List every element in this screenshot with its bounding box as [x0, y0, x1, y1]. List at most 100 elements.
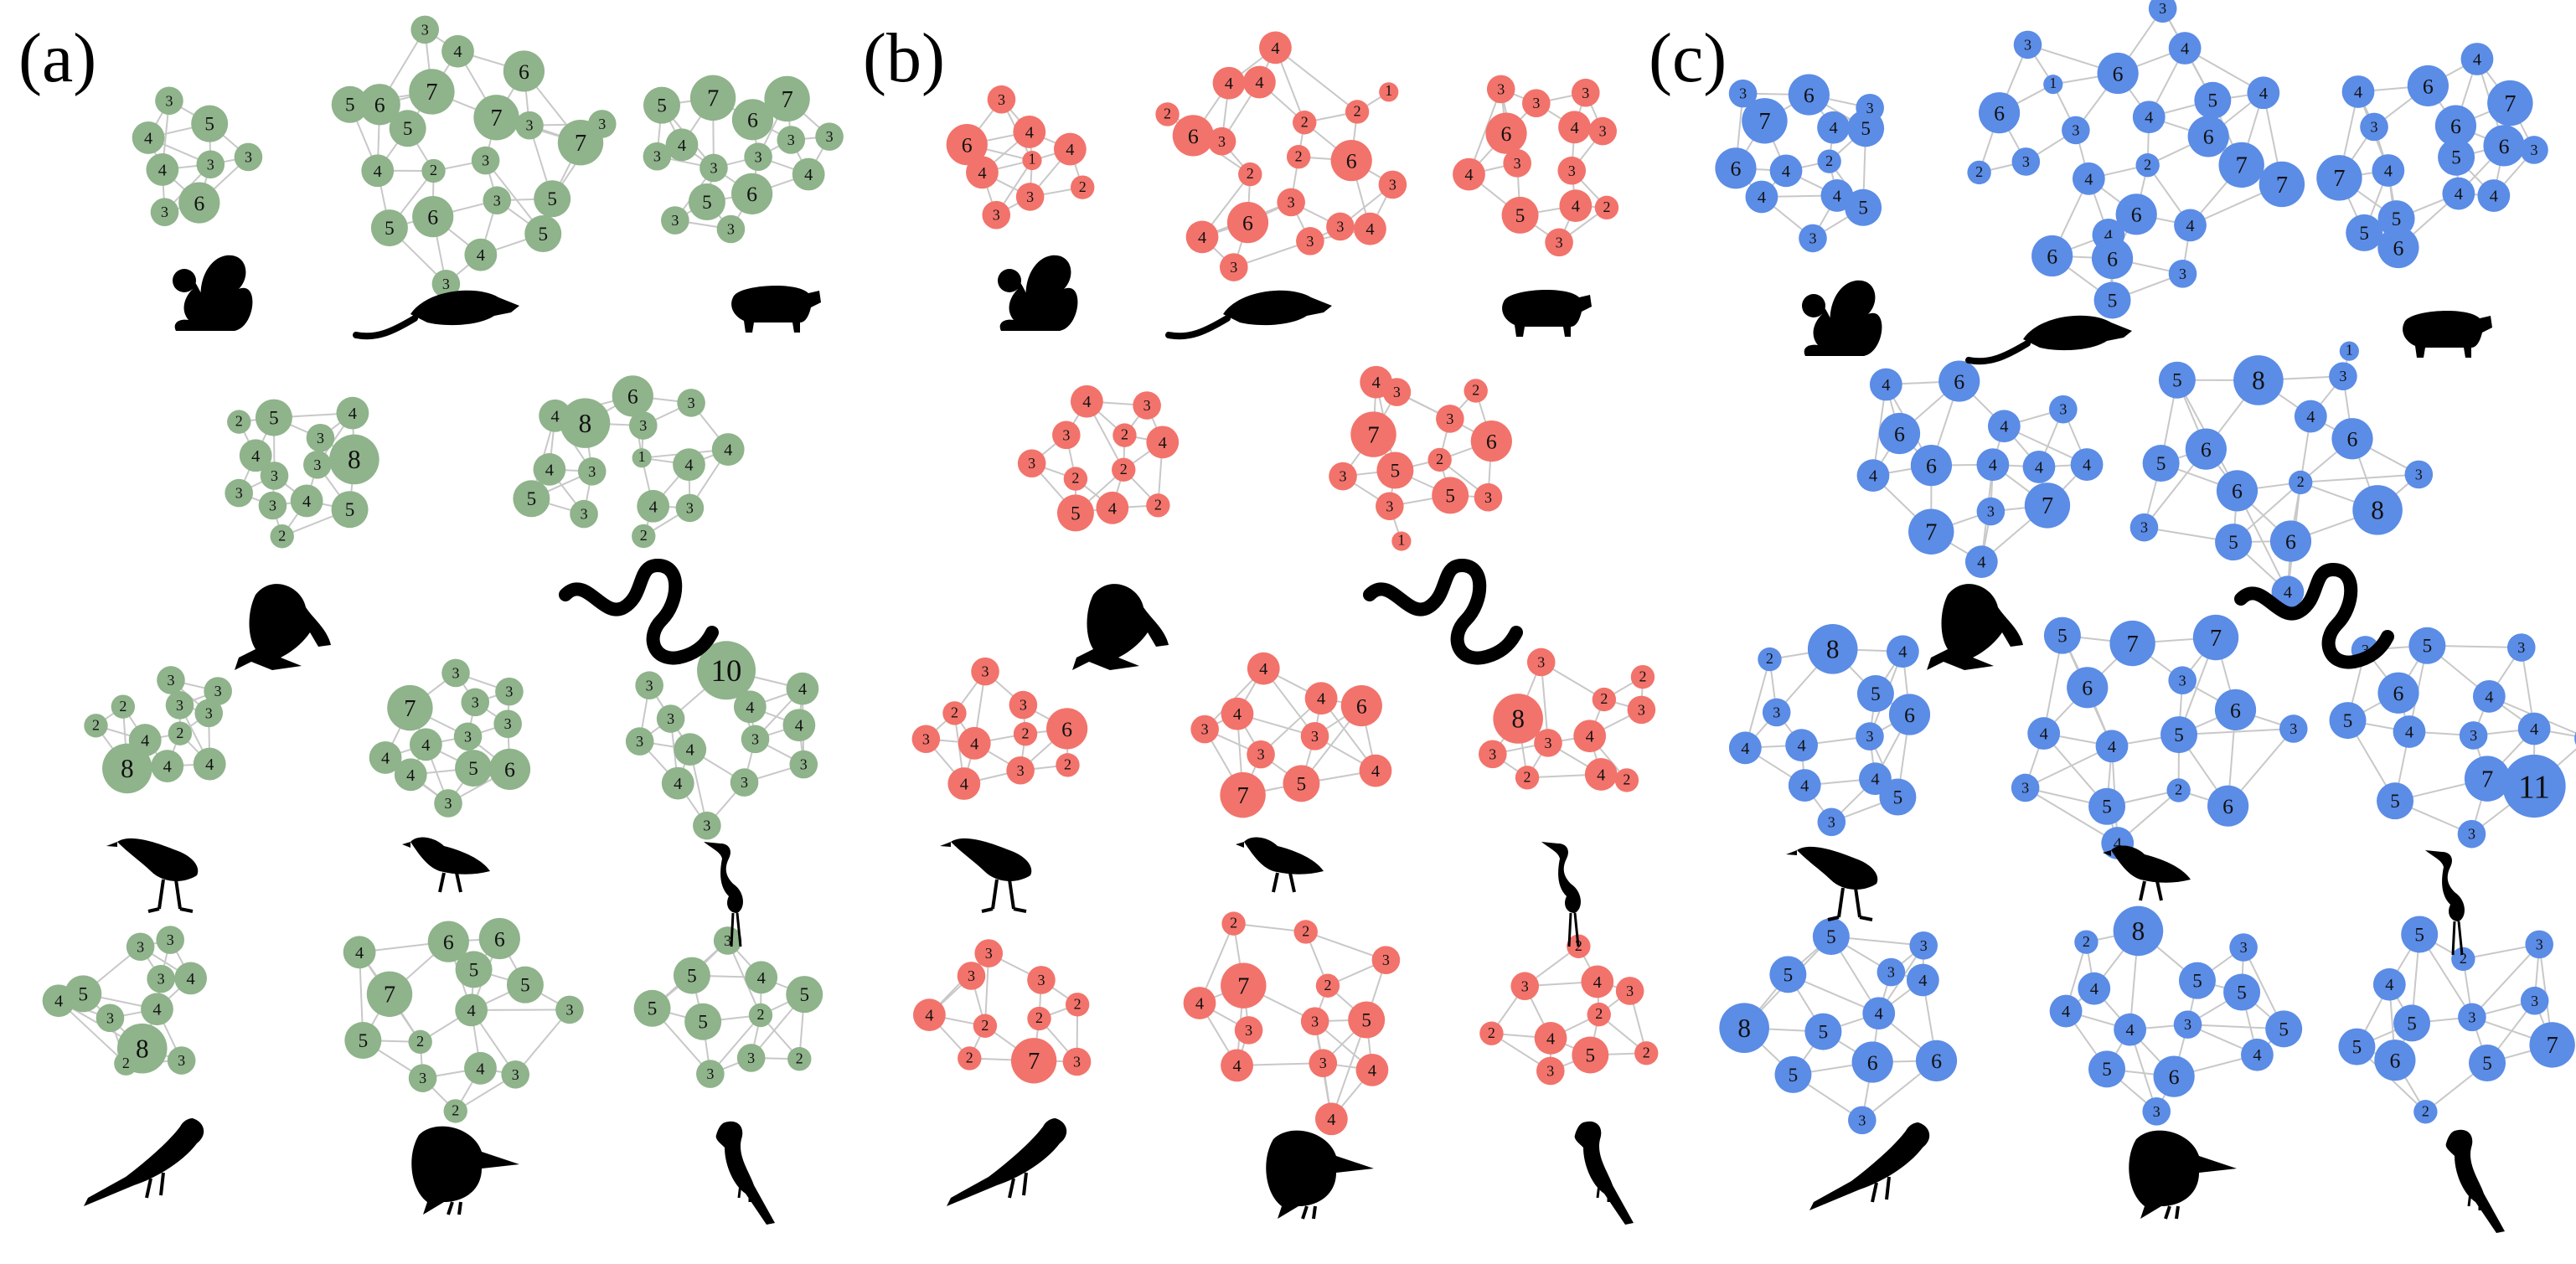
- node-degree-label: 3: [1062, 426, 1070, 443]
- network-node: 5: [513, 480, 550, 518]
- network-node: 3: [471, 146, 500, 175]
- network-node: 3: [225, 478, 253, 508]
- node-degree-label: 4: [1829, 119, 1837, 137]
- node-degree-label: 3: [2179, 266, 2186, 282]
- node-degree-label: 4: [2083, 457, 2091, 475]
- node-degree-label: 4: [1082, 393, 1091, 411]
- node-circle: [1304, 682, 1338, 715]
- network-node: 3: [1486, 75, 1515, 104]
- node-degree-label: 3: [1497, 80, 1505, 97]
- network-node: 6: [731, 99, 774, 141]
- node-circle: [2070, 448, 2104, 481]
- node-circle: [2049, 395, 2078, 424]
- node-degree-label: 4: [678, 137, 686, 155]
- node-circle: [114, 1051, 138, 1076]
- node-degree-label: 6: [2230, 698, 2241, 722]
- node-degree-label: 2: [416, 1033, 424, 1050]
- node-degree-label: 4: [1368, 1061, 1376, 1080]
- network-node: 2: [1155, 102, 1180, 126]
- node-circle: [473, 95, 519, 141]
- node-circle: [1314, 1102, 1348, 1136]
- node-degree-label: 3: [1382, 952, 1390, 968]
- node-degree-label: 2: [1488, 1024, 1495, 1041]
- node-circle: [1432, 477, 1469, 514]
- node-circle: [2329, 362, 2357, 390]
- network-node: 4: [539, 399, 572, 432]
- network-node: 2: [114, 1051, 138, 1076]
- node-circle: [455, 993, 488, 1027]
- squirrel-icon: [1802, 280, 1882, 356]
- node-circle: [1234, 1016, 1263, 1045]
- network-node: 3: [736, 1044, 766, 1072]
- node-circle: [786, 976, 823, 1014]
- node-degree-label: 3: [1773, 704, 1780, 720]
- node-degree-label: 5: [2192, 970, 2202, 992]
- node-circle: [675, 493, 705, 523]
- network-node: 3: [2520, 986, 2549, 1015]
- rail-icon: [940, 838, 1032, 913]
- node-degree-label: 4: [1327, 1111, 1335, 1129]
- network-node: 6: [1915, 1040, 1958, 1081]
- node-circle: [1190, 715, 1219, 744]
- node-degree-label: 8: [1511, 704, 1525, 734]
- network-node: 3: [656, 704, 685, 733]
- node-degree-label: 6: [2131, 203, 2142, 227]
- node-circle: [1817, 807, 1846, 837]
- node-circle: [912, 998, 946, 1032]
- node-degree-label: 3: [727, 221, 735, 238]
- network-node: 6: [612, 375, 653, 417]
- network-node: 2: [1427, 447, 1452, 472]
- node-circle: [2194, 81, 2232, 119]
- node-circle: [156, 926, 185, 954]
- network-node: 3: [1534, 729, 1562, 757]
- network-node: 5: [191, 105, 229, 142]
- node-circle: [1851, 1041, 1893, 1083]
- network-node: 5: [2401, 916, 2439, 953]
- network-node: 4: [290, 484, 323, 518]
- node-degree-label: 4: [1271, 39, 1279, 58]
- node-circle: [1013, 116, 1046, 148]
- network-node: 5: [1572, 1036, 1609, 1074]
- node-degree-label: 5: [1071, 502, 1081, 524]
- network-node: 1: [2339, 341, 2359, 361]
- node-circle: [555, 995, 584, 1024]
- network-node: 3: [431, 269, 461, 298]
- node-circle: [1379, 82, 1399, 102]
- network-node: 3: [2142, 1097, 2171, 1126]
- node-circle: [42, 984, 75, 1018]
- network-edge: [2025, 787, 2119, 844]
- network-node: 3: [1571, 78, 1600, 107]
- node-circle: [1856, 459, 1890, 493]
- node-circle: [2487, 80, 2533, 126]
- network-node: 3: [150, 198, 179, 226]
- network-node: 4: [792, 157, 825, 191]
- node-degree-label: 6: [2393, 235, 2403, 260]
- node-degree-label: 4: [421, 736, 430, 755]
- node-circle: [331, 85, 369, 123]
- node-circle: [366, 971, 413, 1017]
- node-circle: [643, 86, 681, 124]
- node-degree-label: 2: [1643, 1044, 1650, 1060]
- node-degree-label: 4: [2384, 162, 2393, 180]
- network-node: 2: [1293, 111, 1317, 135]
- node-circle: [1774, 1055, 1812, 1093]
- node-circle: [1015, 183, 1045, 211]
- node-circle: [1769, 956, 1807, 993]
- node-circle: [958, 1046, 982, 1071]
- node-degree-label: 3: [271, 467, 278, 484]
- node-circle: [155, 86, 183, 116]
- node-degree-label: 3: [512, 1066, 519, 1083]
- node-circle: [2502, 754, 2566, 818]
- node-circle: [1584, 758, 1618, 791]
- network-node: 3: [2049, 395, 2078, 424]
- node-degree-label: 4: [406, 766, 415, 785]
- node-circle: [1345, 100, 1370, 124]
- network-node: 4: [1314, 1102, 1348, 1136]
- network-node: 3: [2011, 147, 2041, 176]
- node-circle: [239, 439, 272, 472]
- node-degree-label: 6: [2285, 529, 2296, 554]
- network-node: 2: [1315, 973, 1340, 998]
